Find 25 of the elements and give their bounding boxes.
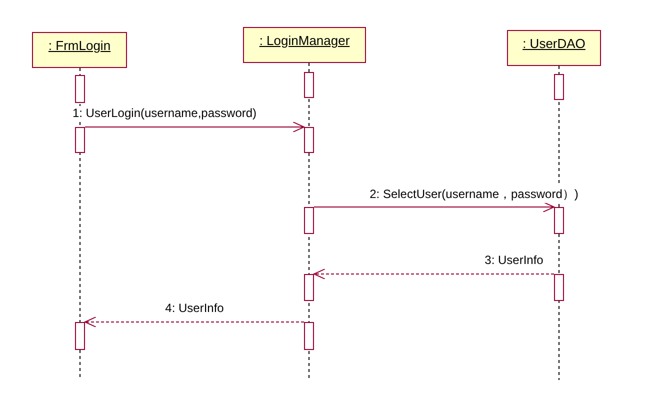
object-name: : LoginManager <box>259 33 350 48</box>
activation-bar <box>304 127 314 153</box>
activation-bar <box>304 207 314 234</box>
activation-bar <box>554 274 564 301</box>
activation-bar <box>554 74 564 100</box>
activation-bar <box>304 72 314 98</box>
message-arrow <box>314 202 554 212</box>
object-box <box>507 30 601 66</box>
message-arrow <box>84 316 304 328</box>
message-arrow <box>314 268 554 280</box>
message-label: 4: UserInfo <box>164 301 225 315</box>
object-box <box>32 32 127 68</box>
object-box <box>243 27 366 63</box>
activation-bar <box>75 322 85 350</box>
object-name: : UserDAO <box>522 36 586 51</box>
message-label: 3: UserInfo <box>484 253 544 267</box>
activation-bar <box>304 322 314 350</box>
message-label: 2: SelectUser(username，password）) <box>368 186 580 203</box>
message-label: 1: UserLogin(username,password) <box>71 106 258 120</box>
activation-bar <box>75 127 85 153</box>
activation-bar <box>75 75 85 103</box>
activation-bar <box>304 274 314 301</box>
object-name: : FrmLogin <box>48 38 111 53</box>
activation-bar <box>554 207 564 234</box>
message-arrow <box>84 122 304 132</box>
